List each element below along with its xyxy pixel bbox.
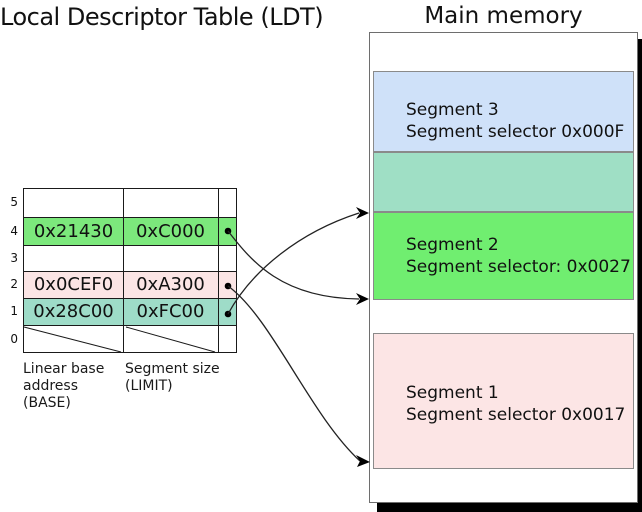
- limit-column-label: Segment size (LIMIT): [125, 361, 220, 394]
- ldt-row-1: 0x28C00 0xFC00: [24, 299, 236, 326]
- ldt-table: 0x21430 0xC000 0x0CEF0 0xA300 0x28C00 0x…: [23, 188, 237, 353]
- ldt-row-index-0: 0: [10, 332, 18, 346]
- memory-segment-2: Segment 2 Segment selector: 0x0027: [373, 212, 634, 300]
- limit-cell: 0xA300: [136, 274, 205, 295]
- table-column-divider: [123, 189, 124, 352]
- connector-row2-to-segment1: [227, 285, 361, 462]
- limit-cell: [123, 326, 218, 352]
- limit-cell: [123, 189, 218, 217]
- limit-cell: 0xFC00: [136, 301, 205, 322]
- segment-selector: Segment selector: 0x0027: [406, 257, 631, 277]
- table-selector-column-divider: [218, 189, 219, 352]
- main-memory-title: Main memory: [424, 3, 583, 29]
- base-cell: 0x28C00: [33, 301, 114, 322]
- memory-box-shadow-bottom: [377, 503, 642, 512]
- limit-cell: [123, 246, 218, 271]
- ldt-row-index-1: 1: [10, 304, 18, 318]
- ldt-title: Local Descriptor Table (LDT): [0, 3, 324, 31]
- ldt-row-index-4: 4: [10, 224, 18, 238]
- segment-selector: Segment selector 0x000F: [406, 122, 625, 142]
- arrowhead-segment2: [356, 293, 369, 305]
- segment-name: Segment 1: [406, 383, 499, 403]
- ldt-row-2: 0x0CEF0 0xA300: [24, 272, 236, 299]
- base-cell: [24, 326, 123, 352]
- segment-name: Segment 3: [406, 100, 499, 120]
- base-cell: 0x21430: [33, 221, 114, 242]
- segment-selector: Segment selector 0x0017: [406, 405, 626, 425]
- memory-region-unlabeled: [373, 152, 634, 212]
- ldt-row-0: [24, 326, 236, 352]
- ldt-row-3: [24, 246, 236, 272]
- base-cell: [24, 246, 123, 271]
- limit-cell: 0xC000: [135, 221, 206, 242]
- memory-segment-1: Segment 1 Segment selector 0x0017: [373, 333, 634, 469]
- arrowhead-segment1: [356, 455, 370, 467]
- memory-box-shadow-right: [638, 39, 642, 512]
- segment-name: Segment 2: [406, 235, 499, 255]
- ldt-row-5: [24, 189, 236, 218]
- arrowhead-teal-region: [356, 207, 369, 219]
- ldt-row-index-2: 2: [10, 277, 18, 291]
- ldt-row-index-3: 3: [10, 251, 18, 265]
- ldt-row-4: 0x21430 0xC000: [24, 218, 236, 246]
- base-column-label: Linear base address (BASE): [23, 361, 105, 411]
- base-cell: 0x0CEF0: [33, 274, 114, 295]
- connector-row1-to-teal-region: [227, 212, 360, 315]
- memory-segment-3: Segment 3 Segment selector 0x000F: [373, 71, 634, 152]
- ldt-row-index-5: 5: [10, 195, 18, 209]
- connector-row4-to-segment2: [227, 230, 360, 300]
- base-cell: [24, 189, 123, 217]
